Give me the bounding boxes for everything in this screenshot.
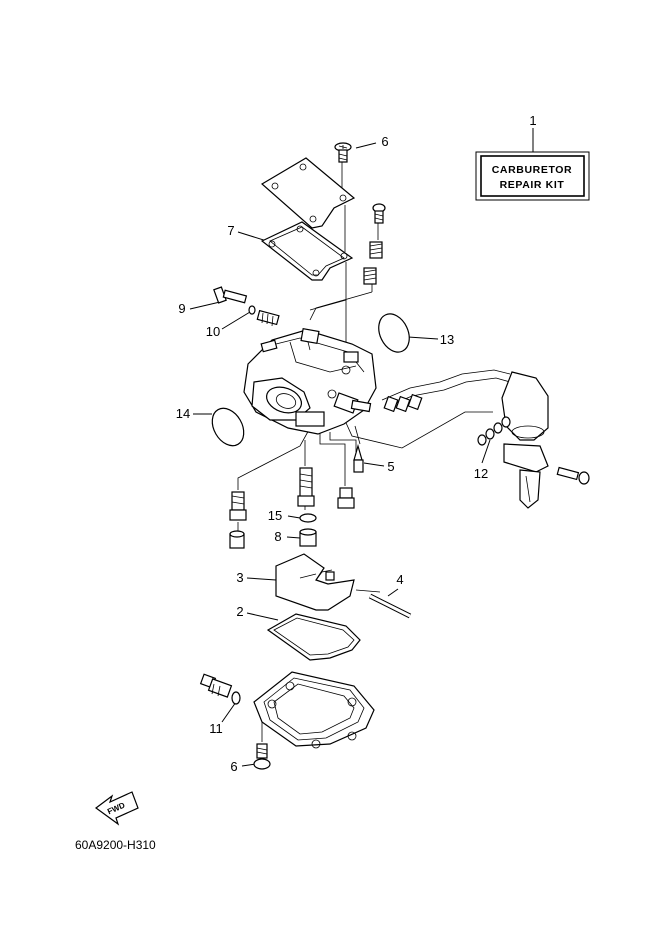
throttle-spring xyxy=(256,309,280,327)
o-ring-14 xyxy=(211,407,245,447)
callout-13: 13 xyxy=(440,332,454,347)
drawing-code: 60A9200-H310 xyxy=(75,838,156,852)
kit-label-line2: REPAIR KIT xyxy=(500,179,565,191)
o-ring-15 xyxy=(299,513,317,523)
callout-7: 7 xyxy=(227,223,234,238)
callout-8: 8 xyxy=(274,529,281,544)
throttle-screw-9 xyxy=(213,286,248,304)
callout-9: 9 xyxy=(178,301,185,316)
callout-6-bottom: 6 xyxy=(230,759,237,774)
pilot-jet xyxy=(337,487,355,509)
float-pin-4 xyxy=(368,593,412,619)
callout-3: 3 xyxy=(236,570,243,585)
callout-4: 4 xyxy=(396,572,403,587)
o-ring-10 xyxy=(248,305,256,315)
callout-10: 10 xyxy=(206,324,220,339)
spring-1 xyxy=(369,241,383,259)
repair-kit-box: CARBURETOR REPAIR KIT xyxy=(475,128,590,201)
pilot-screw-stack xyxy=(363,203,386,285)
o-ring-13 xyxy=(378,313,410,353)
float-chamber xyxy=(253,671,375,749)
cover-plate xyxy=(260,157,356,229)
callout-12: 12 xyxy=(474,466,488,481)
carburetor-body xyxy=(243,328,377,435)
main-jet-left xyxy=(229,491,247,521)
choke-solenoid xyxy=(501,371,590,509)
drain-screw xyxy=(199,673,233,698)
float-3 xyxy=(275,553,355,611)
callout-5: 5 xyxy=(387,459,394,474)
callout-1: 1 xyxy=(529,113,536,128)
screw-bottom xyxy=(253,743,271,770)
wire-harness xyxy=(381,369,511,413)
plug-8 xyxy=(299,528,317,547)
jets xyxy=(229,467,355,549)
fwd-arrow-icon: FWD xyxy=(94,791,139,826)
spring-2 xyxy=(363,267,377,285)
callout-6-top: 6 xyxy=(381,134,388,149)
leader-lines xyxy=(189,142,491,767)
callout-numbers: 1 6 7 9 10 13 14 5 12 15 8 3 4 2 11 6 xyxy=(176,113,537,774)
kit-label-line1: CARBURETOR xyxy=(492,164,572,176)
callout-15: 15 xyxy=(268,508,282,523)
assembly-guide-lines xyxy=(237,160,493,742)
callout-2: 2 xyxy=(236,604,243,619)
o-ring-11 xyxy=(231,691,241,705)
callout-14: 14 xyxy=(176,406,190,421)
main-nozzle xyxy=(297,467,315,507)
float-chamber-gasket-2 xyxy=(266,613,361,661)
callout-11: 11 xyxy=(209,721,223,736)
drain-plug xyxy=(229,530,245,549)
needle-valve-5 xyxy=(353,443,364,473)
screw-top xyxy=(334,142,352,163)
gasket-7 xyxy=(260,221,354,281)
o-rings-12 xyxy=(477,416,511,446)
